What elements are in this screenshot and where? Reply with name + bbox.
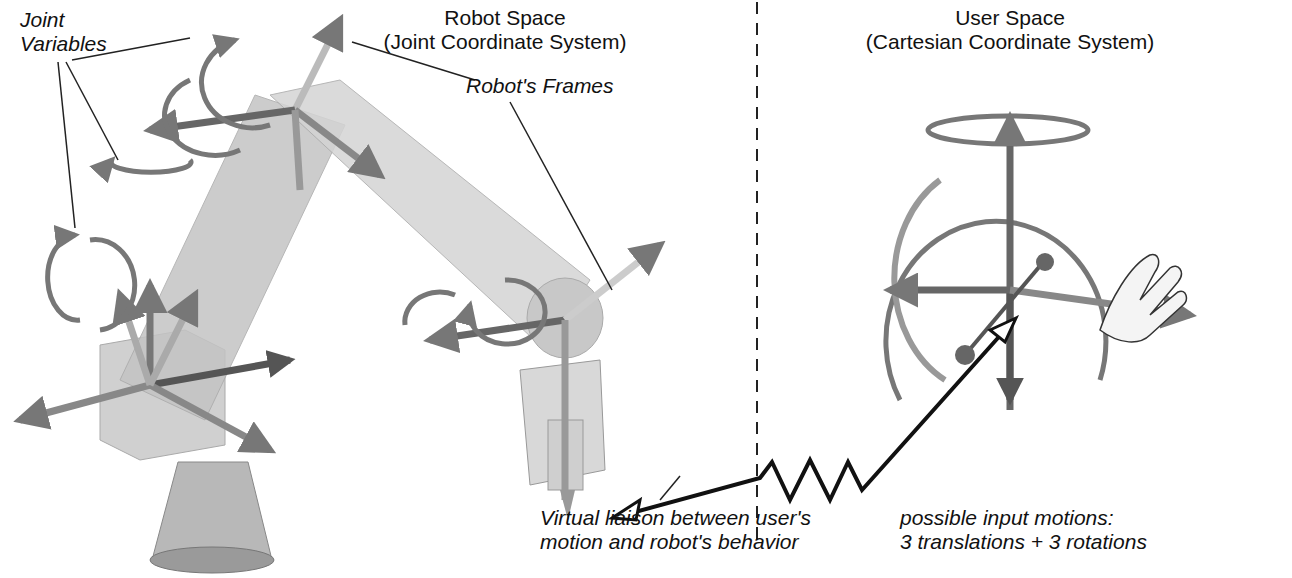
space-divider (756, 2, 758, 545)
text-label: Joint Variables (20, 8, 107, 56)
robot-arm (100, 80, 605, 573)
leader-lines (58, 38, 680, 500)
text-label: Robot Space (Joint Coordinate System) (384, 6, 627, 54)
virtual-liaison (612, 318, 1016, 520)
text-label: possible input motions: 3 translations +… (900, 506, 1147, 554)
text-label: User Space (Cartesian Coordinate System) (866, 6, 1154, 54)
text-label: Virtual liaison between user's motion an… (540, 506, 811, 554)
cartesian-frame (886, 116, 1190, 410)
robot-frames (20, 20, 660, 500)
text-label: Robot's Frames (466, 74, 614, 98)
